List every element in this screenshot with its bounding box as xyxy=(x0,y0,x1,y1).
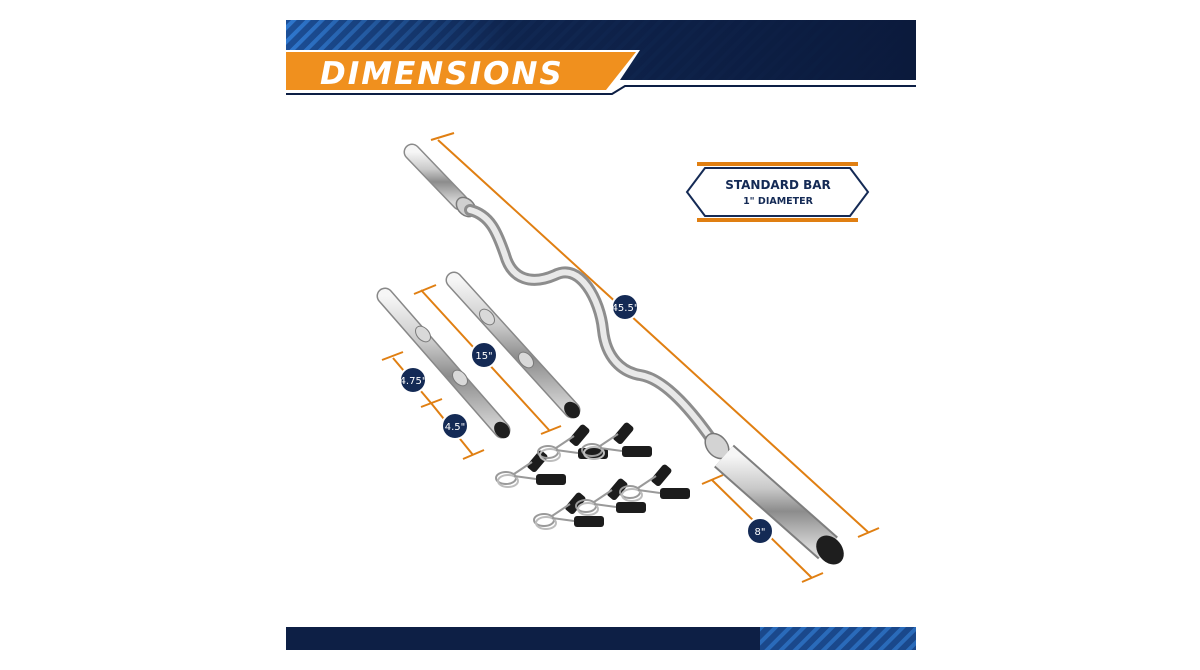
spring-collar xyxy=(619,464,690,502)
spring-collar xyxy=(575,478,646,516)
standard-bar-badge: STANDARD BAR 1" DIAMETER xyxy=(685,162,870,222)
handle-right-end-cap xyxy=(564,401,580,419)
dimension-lines xyxy=(381,132,880,583)
spring-collars xyxy=(495,422,690,530)
measurement-label-dumbbell-grip: 4.75" xyxy=(399,366,427,394)
banner-underline xyxy=(286,85,916,95)
badge-subtitle: 1" DIAMETER xyxy=(743,196,814,207)
banner-orange-plate xyxy=(286,52,636,90)
page-title: DIMENSIONS xyxy=(320,56,564,92)
spring-collar xyxy=(581,422,652,460)
dim-line-bar-length xyxy=(437,139,869,533)
ez-curl-bar xyxy=(403,143,844,565)
badge-title: STANDARD BAR xyxy=(725,178,831,192)
badge-top-rule xyxy=(697,162,858,166)
bar-end-cap xyxy=(816,535,844,565)
badge-bottom-rule xyxy=(697,218,858,222)
measurement-label-bar-sleeve: 8" xyxy=(746,517,774,545)
dumbbell-grip-value: 4.75" xyxy=(400,376,427,387)
handle-length-value: 15" xyxy=(475,351,492,362)
handle-left-end-cap xyxy=(494,421,510,439)
footer-banner xyxy=(286,627,916,650)
measurement-label-dumbbell-sleeve: 4.5" xyxy=(441,412,469,440)
header-banner: DIMENSIONS xyxy=(286,20,916,95)
spring-collar xyxy=(533,492,604,530)
bar-length-value: 45.5" xyxy=(612,303,639,314)
dumbbell-sleeve-value: 4.5" xyxy=(445,422,466,433)
dumbbell-handle-right xyxy=(445,271,581,419)
dumbbell-handle-left xyxy=(376,287,511,439)
measurement-label-bar-length: 45.5" xyxy=(611,293,639,321)
spring-collar xyxy=(495,450,566,488)
bar-sleeve-value: 8" xyxy=(755,527,766,538)
measurement-label-handle-length: 15" xyxy=(470,341,498,369)
